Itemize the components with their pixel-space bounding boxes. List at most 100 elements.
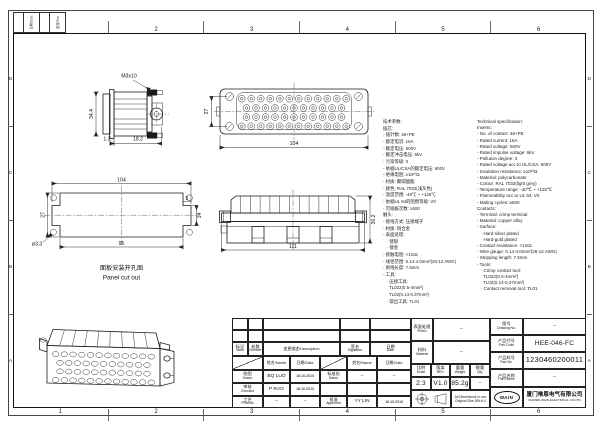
standard-date: –	[377, 370, 411, 383]
zone-number: 4	[300, 408, 396, 421]
part-name-value: –	[523, 369, 586, 387]
revision-cell-empty	[263, 330, 340, 342]
approval-cell-empty	[377, 383, 411, 396]
contact-hole	[121, 378, 129, 385]
contact-pin	[342, 95, 350, 103]
revision-cell-empty	[248, 318, 263, 330]
contact-hole	[147, 379, 155, 386]
qty-value: –	[470, 377, 490, 390]
contact-pin	[314, 122, 322, 130]
contact-hole	[139, 379, 147, 385]
dim-side-lip: 1.2	[103, 137, 110, 143]
dim-cutout-span: 95	[119, 241, 125, 247]
contact-pin	[242, 104, 251, 112]
contact-pin	[309, 113, 317, 121]
hood-ribs	[240, 196, 349, 213]
spec-line: - 材质: 铜合金	[383, 225, 411, 231]
date-header: 日期/Date	[290, 356, 320, 370]
spec-line: - Contact resistance: <1mΩ	[477, 243, 532, 249]
spec-line: - Material: polycarbonate	[477, 174, 527, 180]
spec-line: - 材质: 聚碳酸酯	[383, 178, 415, 184]
contact-pin	[280, 113, 289, 121]
dim-side-screw: M3x10	[121, 74, 137, 80]
contact-pin	[242, 113, 251, 121]
iso-contact-holes	[52, 351, 155, 386]
contact-hole	[95, 352, 103, 358]
contact-pin	[257, 122, 265, 130]
spec-line: TL022(0.5-4mm²)	[383, 285, 424, 291]
spec-line: - 工具:	[383, 272, 396, 278]
contact-hole	[143, 362, 151, 368]
spec-line: - 表面处理:	[383, 232, 405, 238]
zone-letter: B	[586, 221, 592, 315]
dim-face-height: 27	[204, 109, 210, 115]
contact-pin	[323, 122, 331, 130]
spec-line: - Rated impulse voltage: 6kV	[477, 150, 535, 156]
zone-letter: D	[586, 33, 592, 127]
contact-pin	[276, 95, 284, 103]
part-code-value: HEE-046-FC	[523, 335, 586, 352]
approval-cell-empty	[347, 383, 377, 396]
first-angle-projection-icon	[415, 392, 447, 406]
zone-number: 2	[109, 408, 205, 421]
contact-pin	[337, 104, 346, 112]
spec-line: - Colour: RAL 7032(light grey)	[477, 181, 537, 187]
date-header: 日期/Date	[377, 356, 411, 370]
revision-cell-empty	[14, 13, 24, 32]
contact-pin	[266, 122, 274, 130]
spec-line: - 线径范围: 0.14-4.0mm²(26-12 AWG)	[383, 258, 457, 264]
spec-line: - 颜色: RAL 7032(浅灰色)	[383, 185, 433, 191]
contact-hole	[69, 377, 77, 384]
technical-spec-en: Technical specification:Inserts:- No. of…	[477, 119, 557, 293]
contact-hole	[78, 352, 86, 358]
approval-diag-cell	[320, 356, 347, 370]
revision-cell-empty	[340, 318, 370, 330]
contact-grid	[238, 95, 350, 130]
rev-value: V1.0	[431, 377, 450, 390]
drawing-no-value: –	[523, 318, 586, 335]
revision-cell-empty	[232, 318, 248, 330]
view-face: 27 104	[204, 83, 374, 150]
contact-pin	[285, 95, 293, 103]
contact-pin	[299, 113, 308, 121]
spec-line: Inserts:	[477, 125, 492, 131]
spec-line: · 镀银	[383, 238, 399, 244]
wain-logo: WAIN	[493, 391, 520, 404]
contact-hole	[117, 370, 125, 376]
spec-line: - Flammability acc.to UL 94: V0	[477, 193, 540, 199]
contact-hole	[134, 362, 142, 368]
spec-line: - Rated voltage: 500V	[477, 143, 521, 149]
zone-letter: C	[8, 127, 13, 221]
contact-hole	[56, 360, 64, 366]
spec-line: - 依据UL 94的阻燃等级: V0	[383, 198, 436, 204]
contact-hole	[130, 353, 138, 359]
spec-line: - Tools:	[477, 261, 492, 267]
spec-line: - Pollution degree: 3	[477, 156, 518, 162]
contact-pin	[280, 104, 289, 112]
corner-revision-box: 日期/Date 更改/Rev	[13, 12, 66, 33]
contact-hole	[91, 360, 99, 367]
contact-hole	[52, 351, 60, 357]
zone-letter: A	[8, 359, 13, 364]
contact-hole	[126, 370, 134, 376]
spec-line: Contacts:	[477, 205, 497, 211]
view-isometric	[39, 329, 175, 387]
spec-line: · 压接工具:	[383, 278, 409, 284]
contact-pin	[337, 113, 346, 121]
zone-letter: B	[8, 221, 13, 315]
spec-line: - 温度范围: -40℃ ~ +125℃	[383, 192, 436, 198]
contact-hole	[139, 353, 147, 360]
spec-line: - 额定电压: 500V	[383, 145, 416, 151]
cutout-caption-en: Panel cut out	[103, 275, 141, 282]
technical-spec-zh: 技术参数:插芯:- 插针数: 46+PE- 额定电流: 16A- 额定电压: 5…	[383, 119, 456, 305]
contact-hole	[91, 369, 99, 376]
revision-cell-empty	[232, 330, 248, 342]
contact-pin	[309, 104, 317, 112]
